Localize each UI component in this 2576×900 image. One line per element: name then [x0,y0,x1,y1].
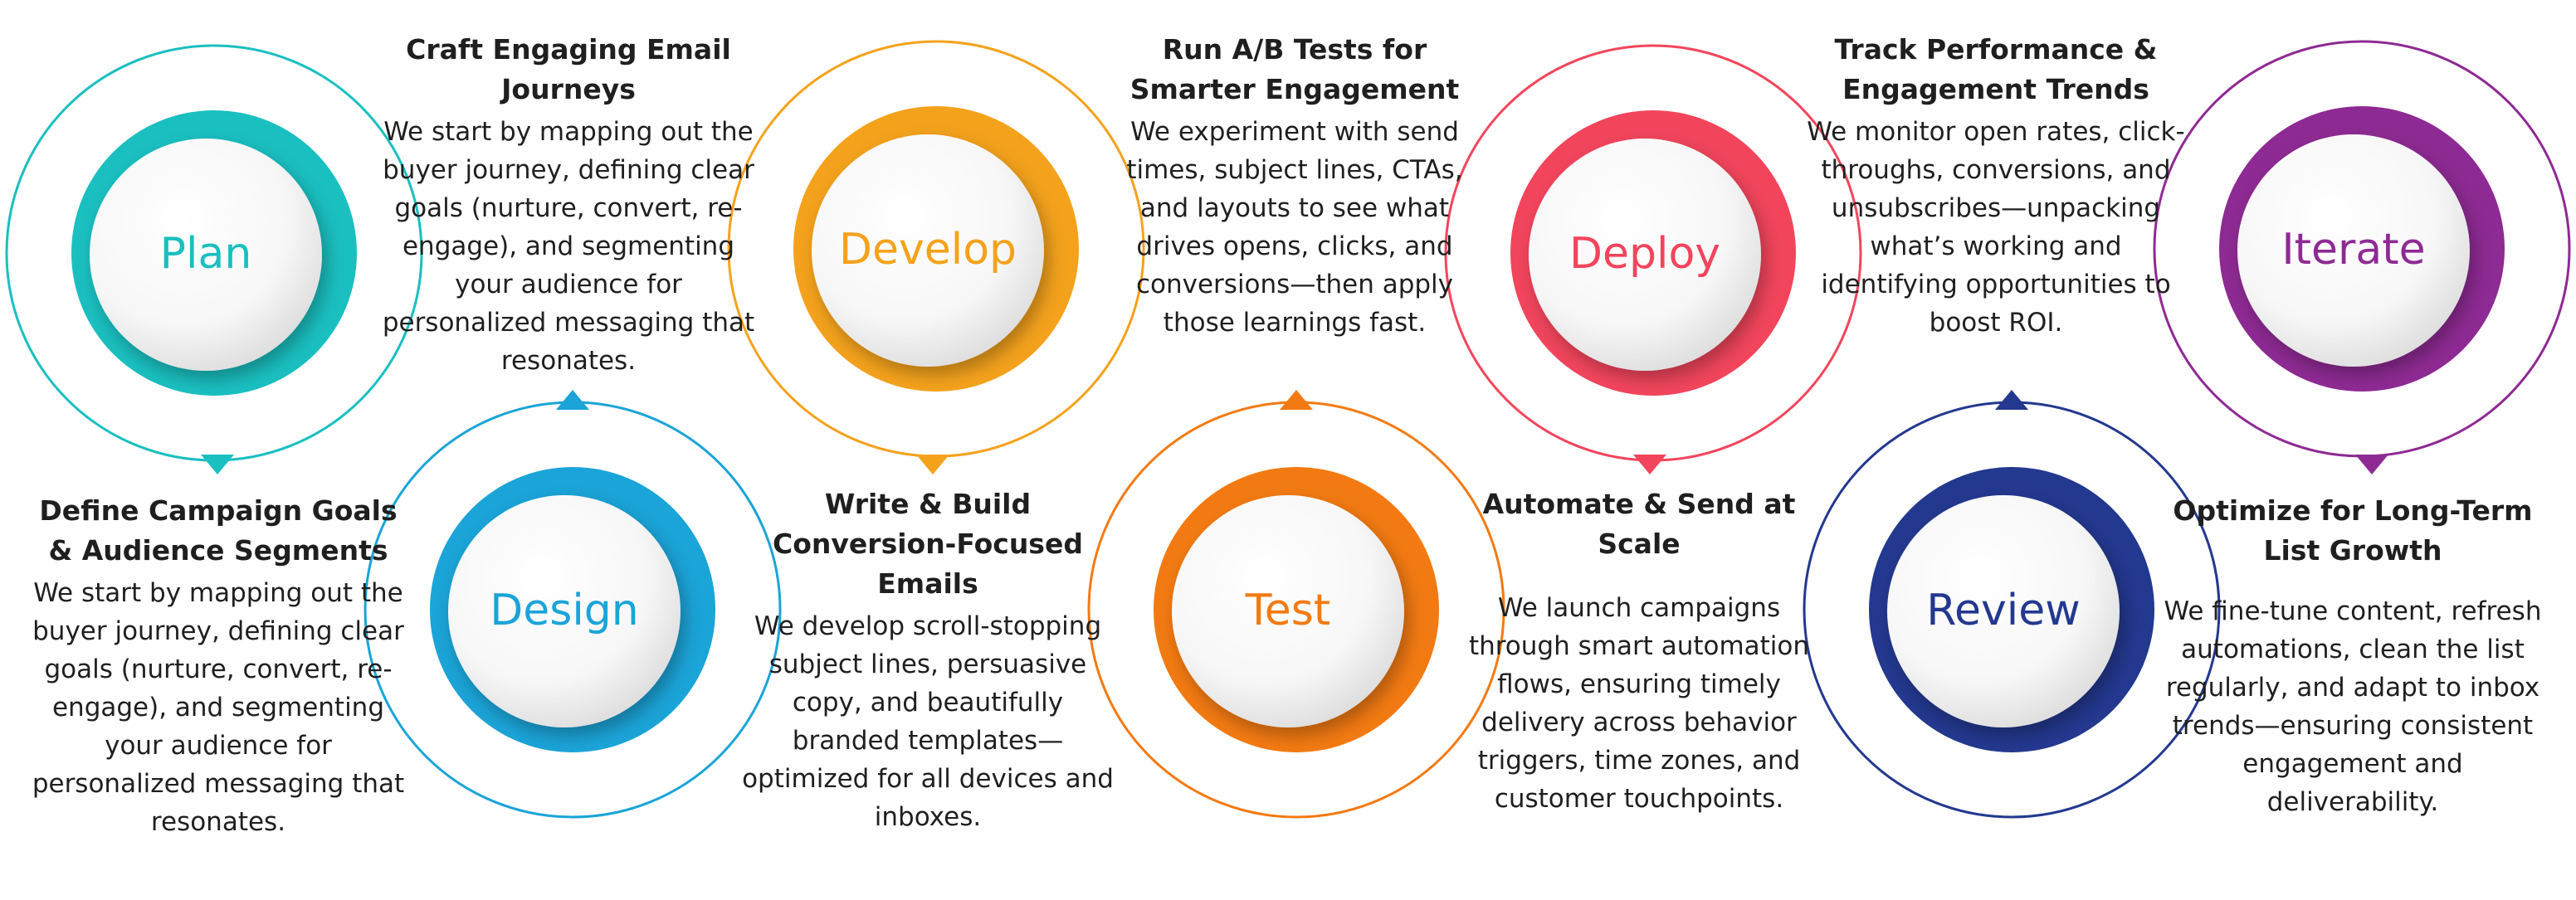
step-develop-pointer-icon [916,455,949,474]
step-review-description: We monitor open rates, click-throughs, c… [1807,117,2185,338]
step-deploy-disc [1529,139,1761,371]
step-design-description: We start by mapping out the buyer journe… [382,117,755,376]
step-develop-heading: Write & Build Conversion-Focused Emails [773,488,1083,600]
step-design-label: Design [490,586,639,635]
step-plan-disc [90,139,322,371]
step-test-text: Run A/B Tests for Smarter Engagement We … [1104,30,1486,342]
step-test-label: Test [1245,586,1330,635]
step-plan-label: Plan [160,229,252,279]
step-develop-label: Develop [839,225,1017,275]
step-review-heading: Track Performance & Engagement Trends [1834,33,2158,105]
step-deploy-heading: Automate & Send at Scale [1482,488,1796,560]
step-plan-text: Define Campaign Goals & Audience Segment… [23,491,413,841]
step-plan-description: We start by mapping out the buyer journe… [32,578,405,837]
step-iterate-pointer-icon [2355,455,2388,474]
pointer-layer [201,390,2388,474]
step-plan-heading: Define Campaign Goals & Audience Segment… [39,494,398,567]
step-deploy-label: Deploy [1569,229,1720,279]
step-plan-pointer-icon [201,455,234,474]
step-test-disc [1172,495,1404,727]
step-iterate-description: We fine-tune content, refresh automation… [2164,596,2542,817]
step-deploy-text: Automate & Send at Scale We launch campa… [1456,484,1822,818]
step-iterate-label: Iterate [2281,225,2425,275]
step-design-pointer-icon [556,390,589,410]
step-design-disc [448,495,681,727]
step-review-pointer-icon [1995,390,2028,410]
step-design-text: Craft Engaging Email Journeys We start b… [373,30,764,380]
step-deploy-pointer-icon [1633,455,1666,474]
step-iterate-disc [2237,134,2470,367]
step-review-disc [1887,495,2120,727]
step-iterate-text: Optimize for Long-Term List Growth We fi… [2158,491,2548,821]
step-develop-description: We develop scroll-stopping subject lines… [742,611,1114,832]
step-design-heading: Craft Engaging Email Journeys [406,33,731,105]
step-test-heading: Run A/B Tests for Smarter Engagement [1129,33,1460,105]
step-deploy-description: We launch campaigns through smart automa… [1468,593,1810,814]
step-develop-text: Write & Build Conversion-Focused Emails … [737,484,1119,836]
step-review-text: Track Performance & Engagement Trends We… [1805,30,2187,342]
step-review-label: Review [1926,586,2081,635]
step-test-description: We experiment with send times, subject l… [1126,117,1463,338]
step-iterate-heading: Optimize for Long-Term List Growth [2173,494,2533,567]
step-develop-disc [812,134,1044,367]
step-test-pointer-icon [1280,390,1313,410]
